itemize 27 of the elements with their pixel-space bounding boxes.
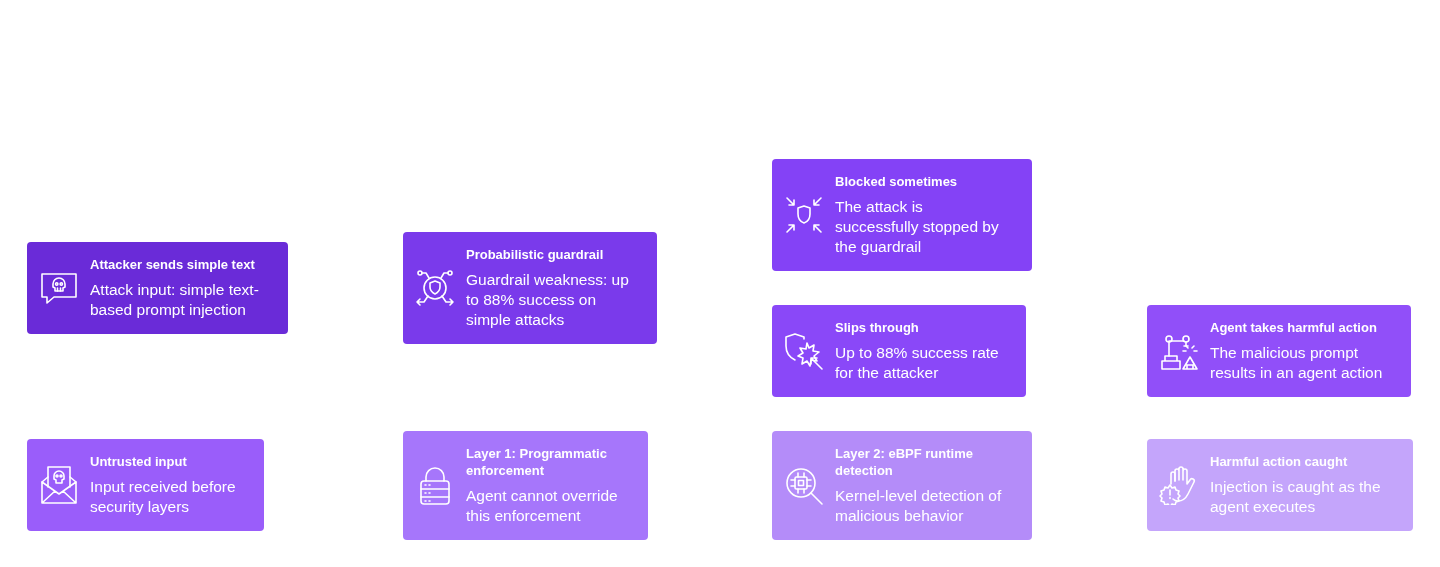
card-heading: Harmful action caught	[1210, 453, 1349, 470]
process-card	[403, 431, 648, 540]
card-heading: Layer 1: Programmatic enforcement	[466, 445, 608, 479]
card-heading: Untrusted input	[90, 453, 188, 470]
card-heading: Slips through	[835, 319, 920, 336]
card-description: Kernel-level detection of malicious behavior	[835, 486, 1003, 526]
process-card	[27, 242, 288, 334]
process-card	[1147, 305, 1411, 397]
card-heading: Attacker sends simple text	[90, 256, 256, 273]
card-heading: Layer 2: eBPF runtime detection	[835, 445, 974, 479]
card-description: Up to 88% success rate for the attacker	[835, 343, 1000, 383]
process-card	[772, 431, 1032, 540]
card-description: Attack input: simple text-based prompt injection	[90, 280, 260, 320]
card-description: Input received before security layers	[90, 477, 237, 517]
card-description: The malicious prompt results in an agent action	[1210, 343, 1384, 383]
process-card	[772, 305, 1026, 397]
process-card	[27, 439, 264, 531]
card-description: Injection is caught as the agent executes	[1210, 477, 1382, 517]
card-heading: Agent takes harmful action	[1210, 319, 1378, 336]
card-heading: Blocked sometimes	[835, 173, 959, 190]
process-card	[1147, 439, 1413, 531]
card-description: Agent cannot override this enforcement	[466, 486, 619, 526]
process-card	[772, 159, 1032, 271]
process-card	[403, 232, 657, 344]
card-description: The attack is successfully stopped by the guardrail	[835, 197, 1000, 257]
card-description: Guardrail weakness: up to 88% success on simple attacks	[466, 270, 630, 330]
card-heading: Probabilistic guardrail	[466, 246, 605, 263]
